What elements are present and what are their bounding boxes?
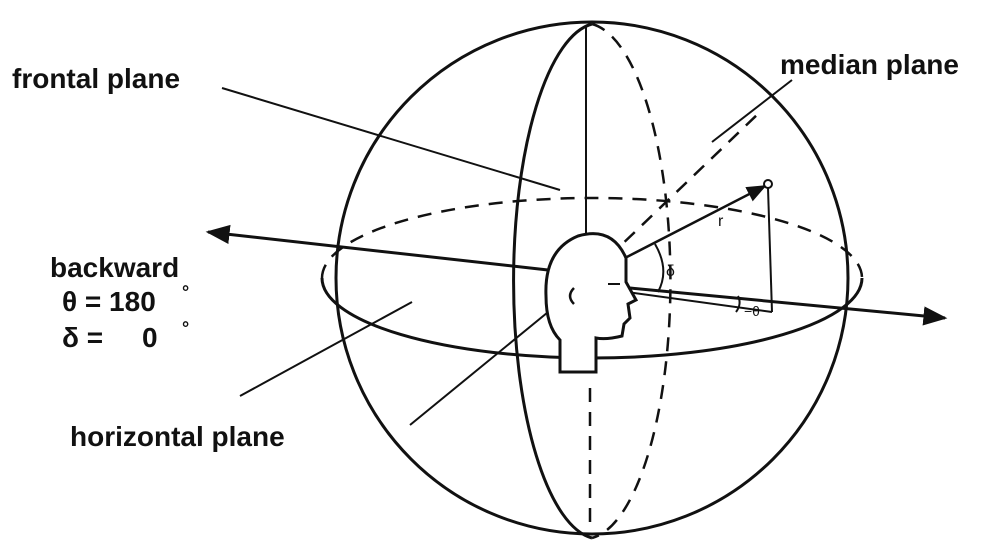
median-plane-leader — [712, 80, 792, 142]
delta-value: δ = 0 — [62, 322, 158, 353]
point-p — [764, 180, 772, 188]
median-plane-line — [410, 308, 553, 425]
horizontal-plane-label: horizontal plane — [70, 421, 285, 452]
horizontal-plane-leader — [240, 302, 412, 396]
theta-value: θ = 180 — [62, 286, 156, 317]
backward-arrow — [208, 232, 548, 270]
frontal-plane-leader — [222, 88, 560, 190]
theta-degree: ° — [182, 282, 189, 302]
backward-label: backward — [50, 252, 179, 283]
frontal-plane-label: frontal plane — [12, 63, 180, 94]
minus-theta-label: −θ — [744, 303, 760, 319]
delta-angle-label: δ — [666, 263, 675, 280]
r-label: r — [718, 213, 724, 230]
head-icon — [546, 234, 636, 372]
median-plane-label: median plane — [780, 49, 959, 80]
projection-line — [768, 188, 772, 312]
delta-arc — [655, 244, 663, 292]
forward-arrow — [630, 288, 945, 318]
delta-degree: ° — [182, 318, 189, 338]
